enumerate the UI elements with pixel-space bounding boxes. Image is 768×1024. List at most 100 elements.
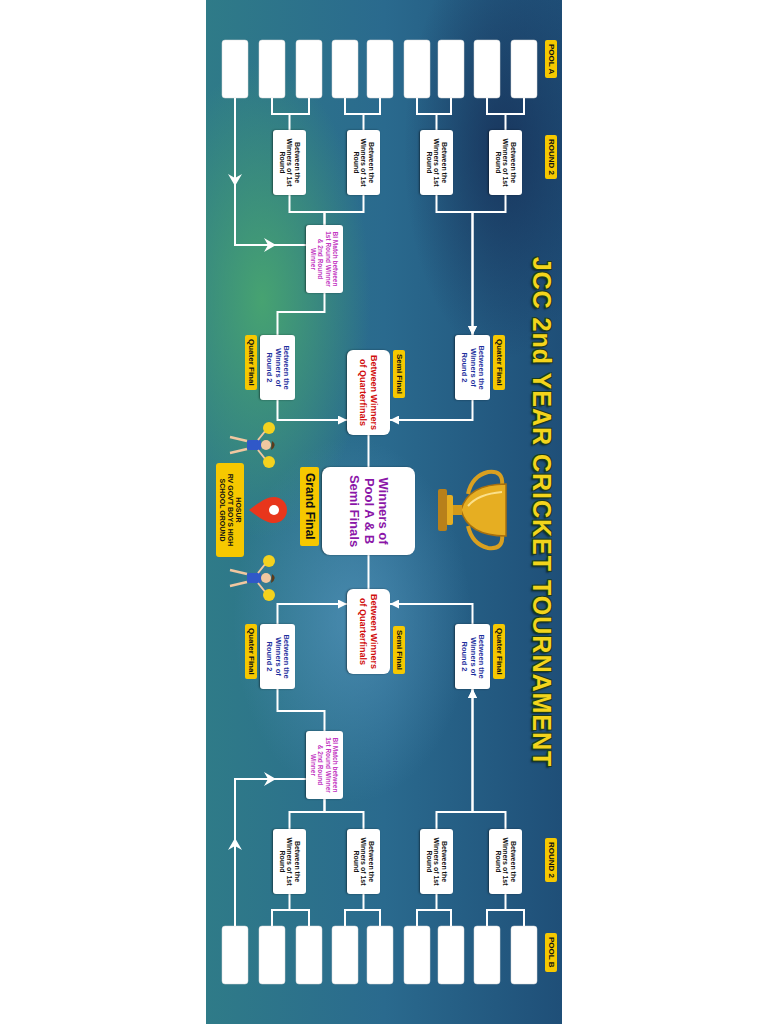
box-text-group: Between the Winners of 1st Round — [494, 130, 517, 195]
round-two-box: Between the Winners of 1st Round — [273, 829, 306, 894]
box-text-group: Between the Winners of Round 2 — [265, 624, 290, 689]
trophy-shine — [468, 492, 502, 506]
box-text-group: Between the Winners of 1st Round — [494, 829, 517, 894]
bracket-connector — [325, 799, 364, 829]
box-text-group: BI Match between 1st Round Winner & 2nd … — [310, 731, 339, 799]
box-text: Between the Winners of 1st Round — [278, 832, 301, 891]
figure-body — [247, 440, 261, 450]
trophy-base — [446, 495, 453, 525]
quarter-final-box: Quater FinalBetween the Winners of Round… — [455, 335, 490, 400]
pin-hole — [269, 505, 279, 515]
round-two-box: Between the Winners of 1st Round — [273, 130, 306, 195]
pompom — [263, 555, 275, 567]
venue-tag: HOSURRV GOVT BOYS HIGH SCHOOL GROUND — [216, 463, 244, 557]
section-tag: POOL B — [545, 933, 557, 972]
grand-final-box: Grand FinalWinners of Pool A & B Semi Fi… — [322, 467, 415, 555]
semi-final-box: Semi FinalBetween Winners of Quarterfina… — [347, 350, 390, 435]
pompom — [263, 589, 275, 601]
section-tag: ROUND 2 — [545, 838, 557, 882]
pool-b-side — [222, 772, 537, 984]
bracket-connector — [368, 435, 370, 467]
quarter-final-box: Quater FinalBetween the Winners of Round… — [260, 335, 295, 400]
venue-text: RV GOVT BOYS HIGH SCHOOL GROUND — [218, 466, 234, 554]
venue-text: HOSUR — [234, 466, 242, 554]
stage-tag: Semi Final — [393, 350, 405, 398]
bracket-connector — [290, 799, 325, 829]
pompom — [263, 422, 275, 434]
connector-group — [278, 195, 506, 829]
figure-legs — [230, 437, 247, 453]
box-text: Between the Winners of 1st Round — [352, 832, 375, 891]
bracket-board: JCC 2nd YEAR CRICKET TOURNAMENTPOOL AROU… — [206, 0, 562, 1024]
quarter-final-box: Quater FinalBetween the Winners of Round… — [260, 624, 295, 689]
trophy — [438, 472, 506, 548]
bracket-connector — [325, 195, 364, 225]
box-text: BI Match between 1st Round Winner & 2nd … — [310, 228, 339, 290]
trophy-plinth — [438, 489, 447, 531]
box-text-group: Between the Winners of 1st Round — [425, 130, 448, 195]
cheerleader — [230, 555, 275, 601]
box-text: Between the Winners of 1st Round — [425, 133, 448, 192]
round-two-box: Between the Winners of 1st Round — [420, 829, 453, 894]
round-two-box: Between the Winners of 1st Round — [347, 130, 380, 195]
box-text-group: Between Winners of Quarterfinals — [358, 589, 378, 674]
trophy-cup — [461, 484, 506, 536]
box-text-group: Between the Winners of Round 2 — [460, 335, 485, 400]
box-text: Winners of Pool A & B Semi Finals — [347, 470, 391, 552]
figure-hair — [271, 441, 275, 450]
round-two-box: Between the Winners of 1st Round — [489, 829, 522, 894]
box-text-group: Between the Winners of 1st Round — [352, 130, 375, 195]
bracket-connector — [278, 689, 325, 731]
box-text: Between the Winners of Round 2 — [265, 627, 290, 686]
figure-hair — [271, 574, 275, 583]
figure-arms — [258, 563, 266, 593]
bracket-connector — [390, 400, 473, 420]
figure-head — [261, 440, 271, 450]
stage-tag: Quater Final — [245, 335, 257, 390]
pool-a-side — [222, 40, 537, 252]
figure-legs — [230, 570, 247, 586]
stage-tag: Grand Final — [300, 467, 319, 546]
stage-tag: Quater Final — [493, 624, 505, 679]
stage-tag: Quater Final — [493, 335, 505, 390]
bi-match-box: BI Match between 1st Round Winner & 2nd … — [306, 225, 343, 293]
bracket-connector — [278, 293, 325, 335]
bracket-connector — [390, 604, 473, 624]
box-text: BI Match between 1st Round Winner & 2nd … — [310, 734, 339, 796]
box-text: Between Winners of Quarterfinals — [358, 353, 378, 432]
bracket-connector — [473, 195, 506, 335]
bracket-connector — [290, 195, 325, 225]
round-two-box: Between the Winners of 1st Round — [347, 829, 380, 894]
box-text: Between the Winners of Round 2 — [460, 338, 485, 397]
box-text: Between the Winners of Round 2 — [460, 627, 485, 686]
stage-tag: Semi Final — [393, 626, 405, 674]
bracket-connector — [437, 195, 473, 335]
pin-shape — [249, 497, 287, 523]
box-text-group: Between the Winners of 1st Round — [278, 130, 301, 195]
trophy-stem — [452, 505, 462, 515]
box-text-group: Between the Winners of Round 2 — [460, 624, 485, 689]
box-text: Between Winners of Quarterfinals — [358, 592, 378, 671]
section-tag: POOL A — [545, 40, 557, 78]
round-two-box: Between the Winners of 1st Round — [420, 130, 453, 195]
box-text: Between the Winners of 1st Round — [425, 832, 448, 891]
bracket-connector — [368, 555, 370, 589]
box-text: Between the Winners of 1st Round — [352, 133, 375, 192]
box-text: Between the Winners of 1st Round — [494, 133, 517, 192]
bracket-connector — [278, 400, 348, 420]
box-text: Between the Winners of Round 2 — [265, 338, 290, 397]
stage-tag: Quater Final — [245, 624, 257, 679]
bracket-connector — [437, 689, 473, 829]
bracket-connector — [278, 604, 348, 624]
box-text-group: Between the Winners of 1st Round — [425, 829, 448, 894]
box-text: Between the Winners of 1st Round — [278, 133, 301, 192]
section-tag: ROUND 2 — [545, 135, 557, 179]
cheerleader — [230, 422, 275, 468]
figure-head — [261, 573, 271, 583]
figure-body — [247, 573, 261, 583]
box-text-group: Between the Winners of 1st Round — [278, 829, 301, 894]
box-text: Between the Winners of 1st Round — [494, 832, 517, 891]
bi-match-box: BI Match between 1st Round Winner & 2nd … — [306, 731, 343, 799]
figure-arms — [258, 430, 266, 460]
bracket-connector — [473, 689, 506, 829]
